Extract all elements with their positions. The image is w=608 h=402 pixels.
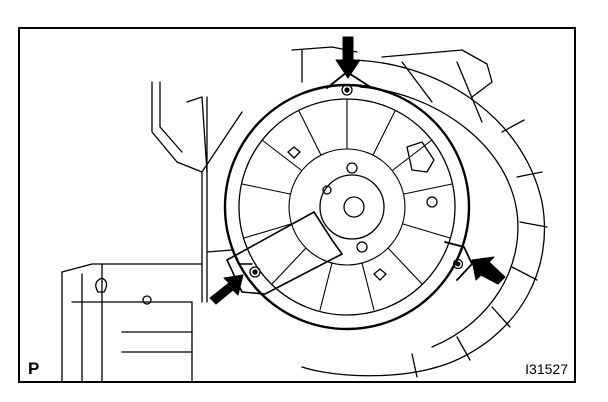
arrow-left-screw (209, 274, 244, 305)
blower-scroll-case (301, 59, 548, 378)
illustration-frame: P I31527 (18, 27, 576, 383)
bracket-arm (226, 211, 343, 295)
top-screw (341, 84, 353, 96)
figure-number: I31527 (525, 361, 568, 377)
motor-mounting-plate (223, 71, 473, 331)
section-letter: P (28, 359, 40, 378)
arrow-top-screw (335, 36, 361, 79)
motor-shaft (343, 196, 365, 218)
blower-motor-illustration (61, 36, 548, 381)
arrow-right-screw (471, 256, 506, 285)
housing-screw-hole (142, 295, 152, 305)
mounting-screws (249, 84, 464, 278)
blower-fan (241, 99, 453, 311)
heater-unit-housing (61, 46, 493, 381)
motor-hub (287, 141, 438, 281)
indicator-arrows (209, 36, 506, 305)
left-screw (249, 266, 261, 278)
right-screw (452, 258, 464, 270)
